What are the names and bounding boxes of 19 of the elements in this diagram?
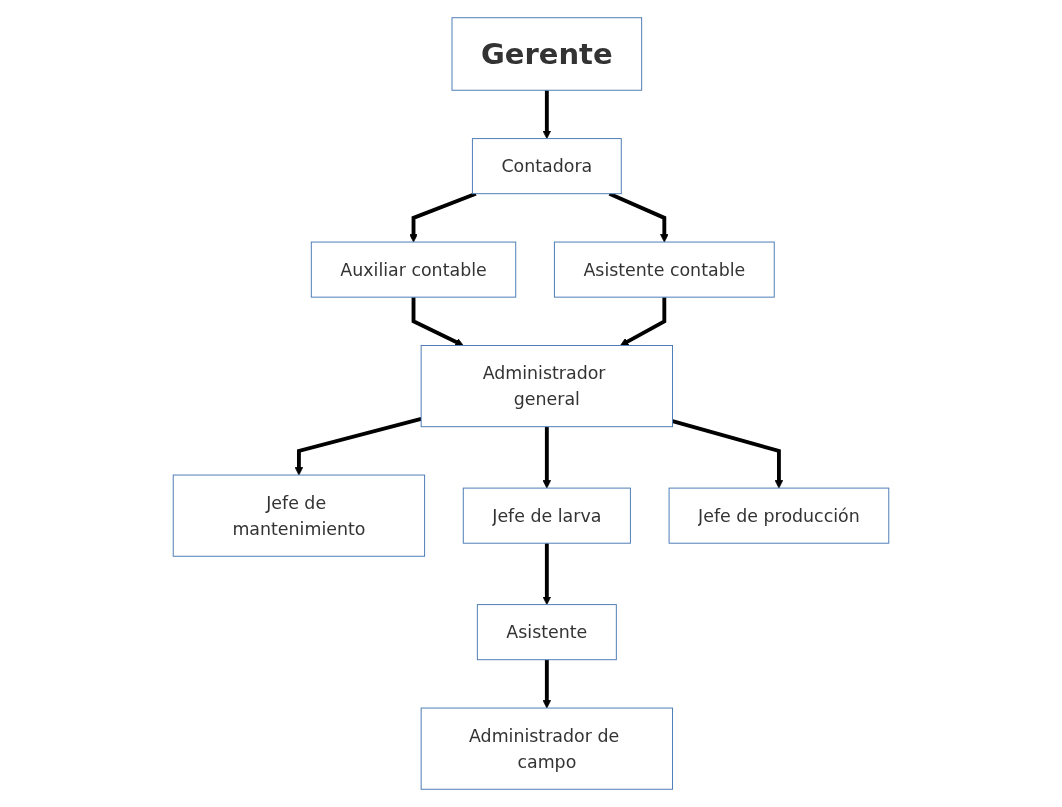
node-box: Administrador de campo	[420, 707, 673, 790]
node-box: Auxiliar contable	[310, 241, 517, 298]
arrow	[411, 297, 464, 346]
arrow	[542, 659, 552, 709]
arrow	[672, 419, 784, 489]
node-box: Asistente contable	[553, 241, 775, 298]
arrow	[542, 543, 552, 605]
arrow	[294, 417, 422, 476]
node-box: Asistente	[476, 604, 617, 661]
arrow	[409, 191, 477, 243]
arrow	[620, 297, 667, 346]
node-box: Gerente	[451, 17, 643, 91]
arrow	[542, 426, 552, 489]
node-box: Contadora	[471, 138, 622, 195]
arrow	[542, 90, 552, 139]
node-box: Jefe de mantenimiento	[172, 474, 426, 557]
node-box: Jefe de producción	[668, 487, 890, 544]
node-box: Jefe de larva	[462, 487, 631, 544]
node-box: Administrador general	[420, 345, 673, 428]
